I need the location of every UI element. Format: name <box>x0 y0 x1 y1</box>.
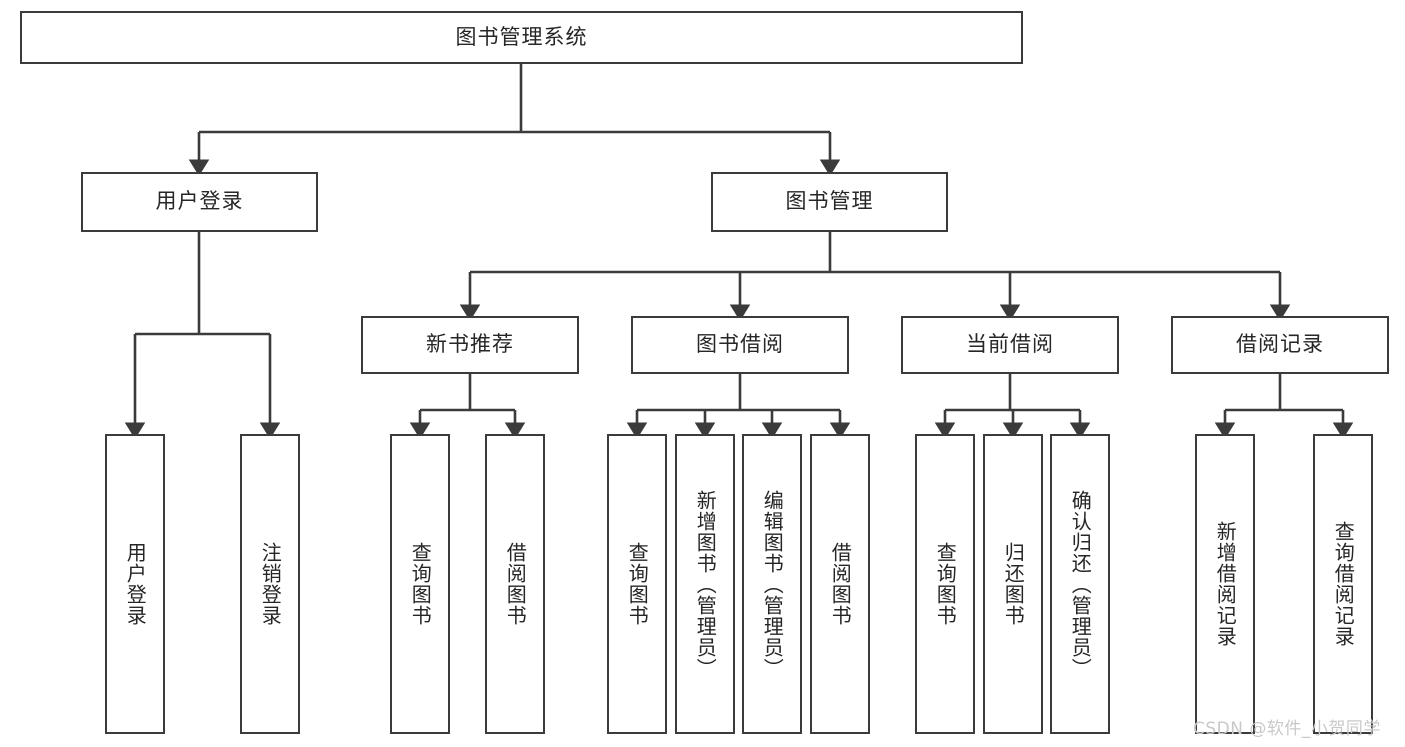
node-leaf-label: 确认归还（管理员） <box>1068 489 1093 679</box>
node-leaf-label: 查询借阅记录 <box>1331 521 1356 647</box>
node-book-borrow-label: 图书借阅 <box>696 332 784 357</box>
node-leaf-borrow-query[interactable]: 查询图书 <box>607 434 667 734</box>
node-current-borrow[interactable]: 当前借阅 <box>901 316 1119 374</box>
node-leaf-current-return[interactable]: 归还图书 <box>983 434 1043 734</box>
node-new-book-recommend-label: 新书推荐 <box>426 332 514 357</box>
node-leaf-label: 新增借阅记录 <box>1213 521 1238 647</box>
node-root[interactable]: 图书管理系统 <box>20 11 1023 64</box>
node-borrow-record[interactable]: 借阅记录 <box>1171 316 1389 374</box>
node-user-login-label: 用户登录 <box>155 189 244 214</box>
node-leaf-borrow-add[interactable]: 新增图书（管理员） <box>675 434 735 734</box>
node-leaf-label: 归还图书 <box>1001 542 1026 626</box>
node-leaf-label: 借阅图书 <box>503 542 528 626</box>
node-book-borrow[interactable]: 图书借阅 <box>631 316 849 374</box>
node-leaf-label: 新增图书（管理员） <box>693 489 718 679</box>
node-borrow-record-label: 借阅记录 <box>1236 332 1324 357</box>
node-leaf-label: 借阅图书 <box>828 542 853 626</box>
node-root-label: 图书管理系统 <box>455 24 588 49</box>
node-current-borrow-label: 当前借阅 <box>966 332 1054 357</box>
node-leaf-current-confirm-return[interactable]: 确认归还（管理员） <box>1050 434 1110 734</box>
node-book-management[interactable]: 图书管理 <box>711 172 948 232</box>
node-leaf-user-login-signin[interactable]: 用户登录 <box>105 434 165 734</box>
node-book-management-label: 图书管理 <box>785 189 874 214</box>
node-leaf-borrow-edit[interactable]: 编辑图书（管理员） <box>742 434 802 734</box>
node-leaf-label: 查询图书 <box>625 542 650 626</box>
node-leaf-new-book-borrow[interactable]: 借阅图书 <box>485 434 545 734</box>
node-leaf-new-book-query[interactable]: 查询图书 <box>390 434 450 734</box>
node-leaf-label: 查询图书 <box>933 542 958 626</box>
node-leaf-current-query[interactable]: 查询图书 <box>915 434 975 734</box>
node-leaf-label: 查询图书 <box>408 542 433 626</box>
node-leaf-label: 用户登录 <box>123 542 148 626</box>
node-leaf-label: 注销登录 <box>258 542 283 626</box>
node-leaf-record-query[interactable]: 查询借阅记录 <box>1313 434 1373 734</box>
node-leaf-record-add[interactable]: 新增借阅记录 <box>1195 434 1255 734</box>
node-leaf-user-login-signout[interactable]: 注销登录 <box>240 434 300 734</box>
node-user-login[interactable]: 用户登录 <box>81 172 318 232</box>
node-leaf-borrow-borrow[interactable]: 借阅图书 <box>810 434 870 734</box>
node-new-book-recommend[interactable]: 新书推荐 <box>361 316 579 374</box>
watermark: CSDN @软件_小贺同学 <box>1193 719 1381 739</box>
node-leaf-label: 编辑图书（管理员） <box>760 489 785 679</box>
